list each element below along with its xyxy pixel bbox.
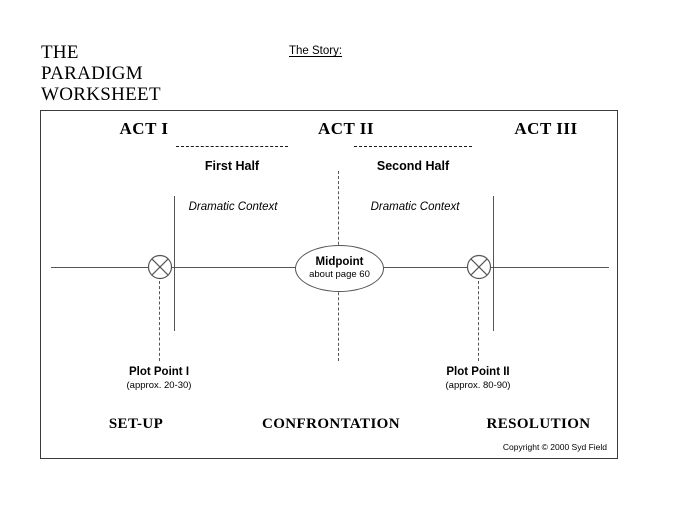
plot-point-2-dashed-line [478, 281, 479, 361]
plot-point-1-label: Plot Point I (approx. 20-30) [103, 366, 215, 391]
plot-point-2-range: (approx. 80-90) [445, 380, 511, 391]
plot-point-2-label: Plot Point II (approx. 80-90) [422, 366, 534, 391]
first-half-heading: First Half [204, 159, 260, 173]
plot-point-1-dashed-line [159, 281, 160, 361]
paradigm-diagram-panel: ACT I ACT II ACT III First Half Second H… [40, 110, 618, 459]
stage-label-resolution: RESOLUTION [486, 416, 591, 432]
plot-point-1-range: (approx. 20-30) [126, 380, 192, 391]
dramatic-context-right: Dramatic Context [370, 201, 460, 213]
act-1-act-2-divider-line [174, 196, 175, 331]
plot-point-2-crossed-circle-icon [466, 254, 492, 280]
first-half-dashed-rule [176, 146, 288, 147]
stage-label-setup: SET-UP [108, 416, 164, 432]
story-label: The Story: [289, 45, 343, 57]
act-1-heading: ACT I [119, 119, 169, 138]
second-half-dashed-rule [354, 146, 472, 147]
midpoint-subtitle: about page 60 [309, 268, 370, 280]
act-2-act-3-divider-line [493, 196, 494, 331]
midpoint-marker: Midpoint about page 60 [295, 245, 384, 292]
midpoint-title: Midpoint [315, 256, 364, 269]
act-3-heading: ACT III [514, 119, 578, 138]
dramatic-context-left: Dramatic Context [188, 201, 278, 213]
copyright-notice: Copyright © 2000 Syd Field [502, 442, 607, 452]
second-half-heading: Second Half [376, 159, 450, 173]
stage-label-confrontation: CONFRONTATION [262, 416, 400, 432]
plot-point-2-name: Plot Point II [446, 366, 510, 378]
plot-point-1-crossed-circle-icon [147, 254, 173, 280]
page-title: THE PARADIGM WORKSHEET [41, 42, 161, 105]
act-2-heading: ACT II [317, 119, 375, 138]
plot-point-1-name: Plot Point I [128, 366, 190, 378]
